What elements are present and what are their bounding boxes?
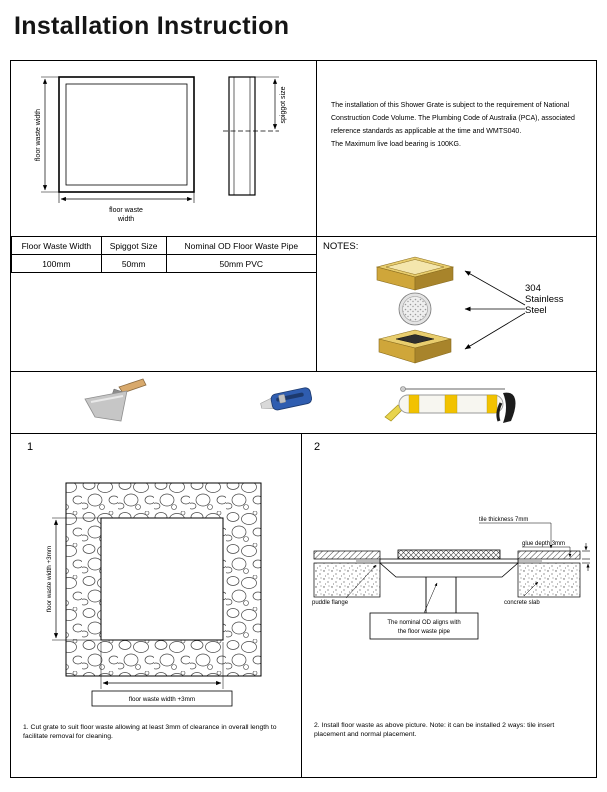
floor-waste-width-bottom-label-line2: width bbox=[117, 216, 134, 223]
glue-depth-label: glue depth 3mm bbox=[522, 541, 565, 547]
concrete-slab-label: concrete slab bbox=[504, 600, 540, 606]
spec-table-header-row: Floor Waste Width Spiggot Size Nominal O… bbox=[11, 236, 318, 255]
requirement-line: The Maximum live load bearing is 100KG. bbox=[331, 141, 461, 148]
spec-value-nominal-od: 50mm PVC bbox=[165, 254, 318, 273]
spec-header-floor-waste-width: Floor Waste Width bbox=[11, 236, 102, 255]
floor-waste-width-vertical-label: floor waste width bbox=[35, 109, 42, 161]
material-label: 304 Stainless Steel bbox=[525, 283, 564, 316]
product-images bbox=[375, 256, 455, 364]
spec-table-value-row: 100mm 50mm 50mm PVC bbox=[11, 254, 318, 273]
step-2-caption: 2. Install floor waste as above picture.… bbox=[314, 722, 555, 738]
puddle-flange-label: puddle flange bbox=[312, 600, 349, 606]
requirement-line: Construction Code Volume. The Plumbing C… bbox=[331, 115, 575, 122]
step-1-vertical-dim-label: floor waste width +3mm bbox=[46, 546, 53, 612]
installation-requirements: The installation of this Shower Grate is… bbox=[331, 99, 603, 151]
side-view-drawing: spiggot size bbox=[223, 76, 287, 196]
floor-waste-technical-drawing: floor waste width floor waste width spig… bbox=[35, 76, 287, 223]
divider-steps-vertical bbox=[301, 433, 302, 777]
content-frame: floor waste width floor waste width spig… bbox=[10, 60, 597, 778]
step-2-diagram: tile thickness 7mm glue depth 3mm puddle… bbox=[312, 517, 590, 640]
floor-waste-width-bottom-label-line1: floor waste bbox=[109, 207, 143, 214]
spec-value-floor-waste-width: 100mm bbox=[11, 254, 102, 273]
step-1-section: 1 bbox=[11, 433, 301, 777]
material-arrows bbox=[464, 270, 526, 350]
page-title: Installation Instruction bbox=[14, 12, 290, 40]
notes-label: NOTES: bbox=[323, 241, 359, 252]
step-2-number: 2 bbox=[314, 441, 321, 453]
nominal-od-note-line2: the floor waste pipe bbox=[398, 629, 451, 635]
grate-strainer-image bbox=[398, 292, 432, 326]
requirement-line: The installation of this Shower Grate is… bbox=[331, 102, 570, 109]
caulking-gun-image bbox=[384, 386, 516, 423]
spec-value-spiggot-size: 50mm bbox=[100, 254, 167, 273]
step-1-number: 1 bbox=[27, 441, 34, 453]
step-2-section: 2 bbox=[302, 433, 596, 777]
spec-header-nominal-od: Nominal OD Floor Waste Pipe bbox=[165, 236, 318, 255]
utility-knife-image bbox=[260, 387, 313, 411]
spec-header-spiggot-size: Spiggot Size bbox=[100, 236, 167, 255]
step-1-horizontal-dim-label: floor waste width +3mm bbox=[129, 696, 195, 703]
divider-tools-bottom bbox=[11, 433, 596, 434]
spiggot-size-label: spiggot size bbox=[280, 86, 287, 123]
divider-row2 bbox=[11, 371, 596, 372]
trowel-image bbox=[84, 378, 147, 422]
nominal-od-note-line1: The nominal OD aligns with bbox=[387, 620, 460, 626]
divider-top-vertical bbox=[316, 61, 317, 371]
drain-body-image bbox=[378, 329, 452, 364]
step-1-caption: 1. Cut grate to suit floor waste allowin… bbox=[23, 724, 277, 740]
spec-table: Floor Waste Width Spiggot Size Nominal O… bbox=[11, 236, 318, 273]
requirement-line: reference standards as applicable at the… bbox=[331, 128, 522, 135]
grate-tray-image bbox=[375, 256, 455, 291]
top-view-drawing: floor waste width floor waste width bbox=[35, 76, 195, 223]
step-1-diagram: floor waste width +3mm floor waste width… bbox=[46, 482, 262, 707]
tile-thickness-label: tile thickness 7mm bbox=[479, 517, 528, 523]
